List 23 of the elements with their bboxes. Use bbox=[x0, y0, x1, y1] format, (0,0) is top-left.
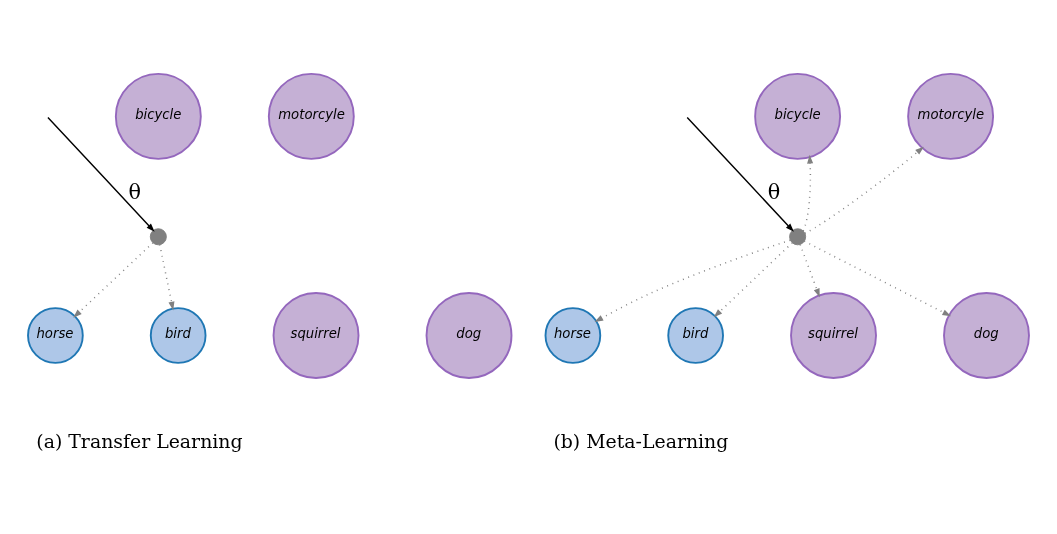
node-circle: bicycle bbox=[754, 72, 842, 160]
arrow bbox=[804, 146, 924, 234]
node-circle: squirrel bbox=[272, 292, 360, 379]
label: (a) Transfer Learning bbox=[36, 429, 243, 452]
arrow bbox=[713, 242, 793, 318]
node-circle: bird bbox=[149, 307, 207, 364]
node-circle: bicycle bbox=[114, 72, 202, 160]
arrow bbox=[686, 116, 794, 232]
arrow bbox=[159, 243, 175, 311]
arrow bbox=[594, 239, 791, 323]
arrow bbox=[803, 240, 952, 317]
node-circle: squirrel bbox=[790, 292, 877, 379]
arrow bbox=[73, 242, 154, 318]
label: (b) Meta-Learning bbox=[553, 429, 729, 452]
node-circle: dog bbox=[425, 292, 513, 379]
edge-label: θ bbox=[767, 180, 781, 205]
node-circle bbox=[149, 228, 167, 246]
arrow bbox=[802, 154, 814, 232]
node-circle bbox=[789, 228, 807, 246]
edge-label: θ bbox=[128, 180, 141, 205]
arrow bbox=[47, 116, 155, 232]
node-circle: motorcyle bbox=[267, 72, 355, 160]
node-circle: motorcyle bbox=[907, 72, 995, 160]
